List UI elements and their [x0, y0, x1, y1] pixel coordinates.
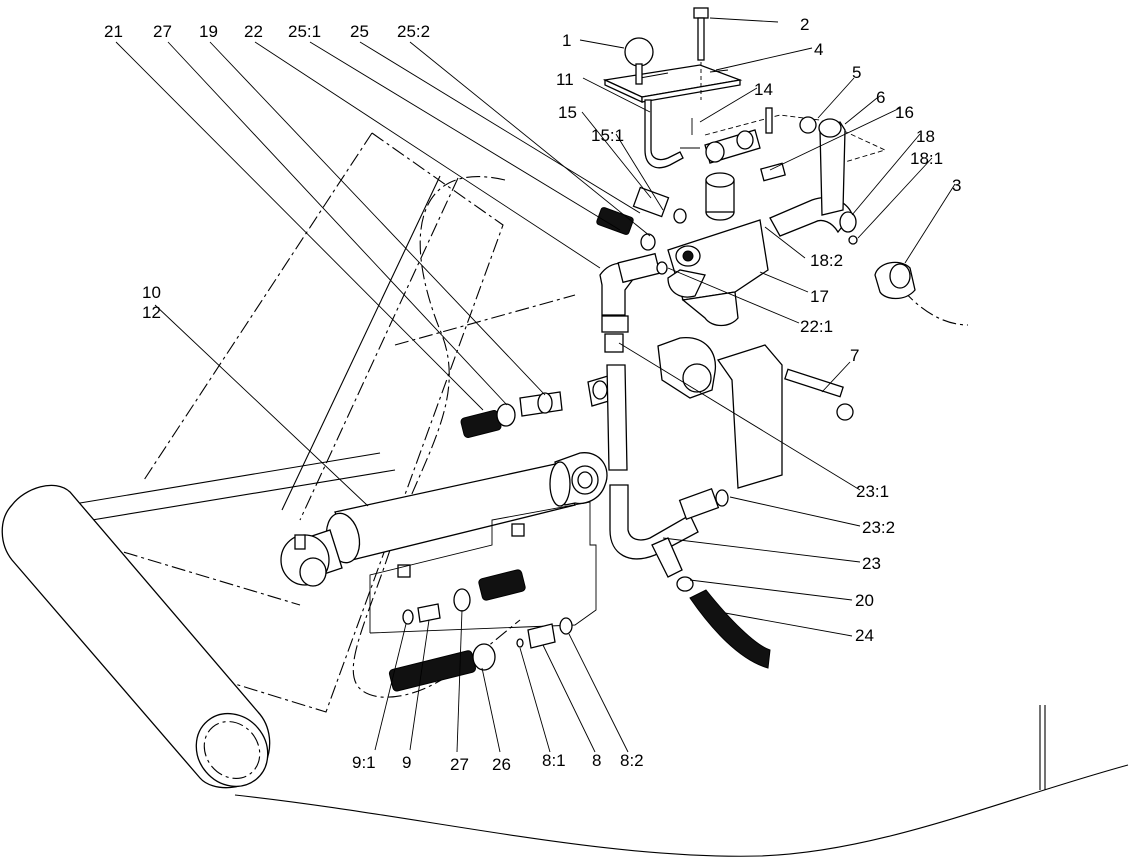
label-23-2: 23:2 [862, 518, 895, 537]
label-11: 11 [556, 70, 574, 89]
label-12: 12 [142, 303, 161, 322]
roller-tube [1, 484, 271, 789]
label-9-1: 9:1 [352, 753, 376, 772]
label-16: 16 [895, 103, 914, 122]
label-3: 3 [952, 176, 961, 195]
hydraulic-cylinder [280, 452, 608, 587]
label-18: 18 [916, 127, 935, 146]
label-18-2: 18:2 [810, 251, 843, 270]
label-22-1: 22:1 [800, 317, 833, 336]
label-8: 8 [592, 751, 601, 770]
label-1: 1 [562, 31, 571, 50]
label-15: 15 [558, 103, 577, 122]
label-5: 5 [852, 63, 861, 82]
label-14: 14 [754, 80, 773, 99]
label-27-bottom: 27 [450, 755, 469, 774]
label-19: 19 [199, 22, 218, 41]
label-24: 24 [855, 626, 874, 645]
label-7: 7 [850, 346, 859, 365]
lever-assembly [602, 7, 887, 216]
label-27-top: 27 [153, 22, 172, 41]
label-2: 2 [800, 15, 809, 34]
upper-fittings [460, 375, 613, 438]
label-8-2: 8:2 [620, 751, 644, 770]
frame-outline [67, 132, 1129, 857]
label-15-1: 15:1 [591, 126, 624, 145]
label-6: 6 [876, 88, 885, 107]
label-25-1: 25:1 [288, 22, 321, 41]
label-10: 10 [142, 283, 161, 302]
label-21: 21 [104, 22, 123, 41]
label-4: 4 [814, 40, 823, 59]
label-23: 23 [862, 554, 881, 573]
label-23-1: 23:1 [856, 482, 889, 501]
pipes [599, 252, 771, 669]
label-20: 20 [855, 591, 874, 610]
mounting-bracket [657, 337, 854, 489]
label-22: 22 [244, 22, 263, 41]
lower-fittings [369, 501, 597, 692]
label-18-1: 18:1 [910, 149, 943, 168]
label-8-1: 8:1 [542, 751, 566, 770]
right-fittings [769, 197, 916, 300]
label-9: 9 [402, 753, 411, 772]
label-17: 17 [810, 287, 829, 306]
label-26: 26 [492, 755, 511, 774]
label-25-2: 25:2 [397, 22, 430, 41]
valve-block [596, 172, 769, 327]
leader-lines [115, 17, 956, 753]
label-25: 25 [350, 22, 369, 41]
part-labels: 21 27 19 22 25:1 25 25:2 1 2 4 11 14 5 6… [104, 15, 961, 774]
